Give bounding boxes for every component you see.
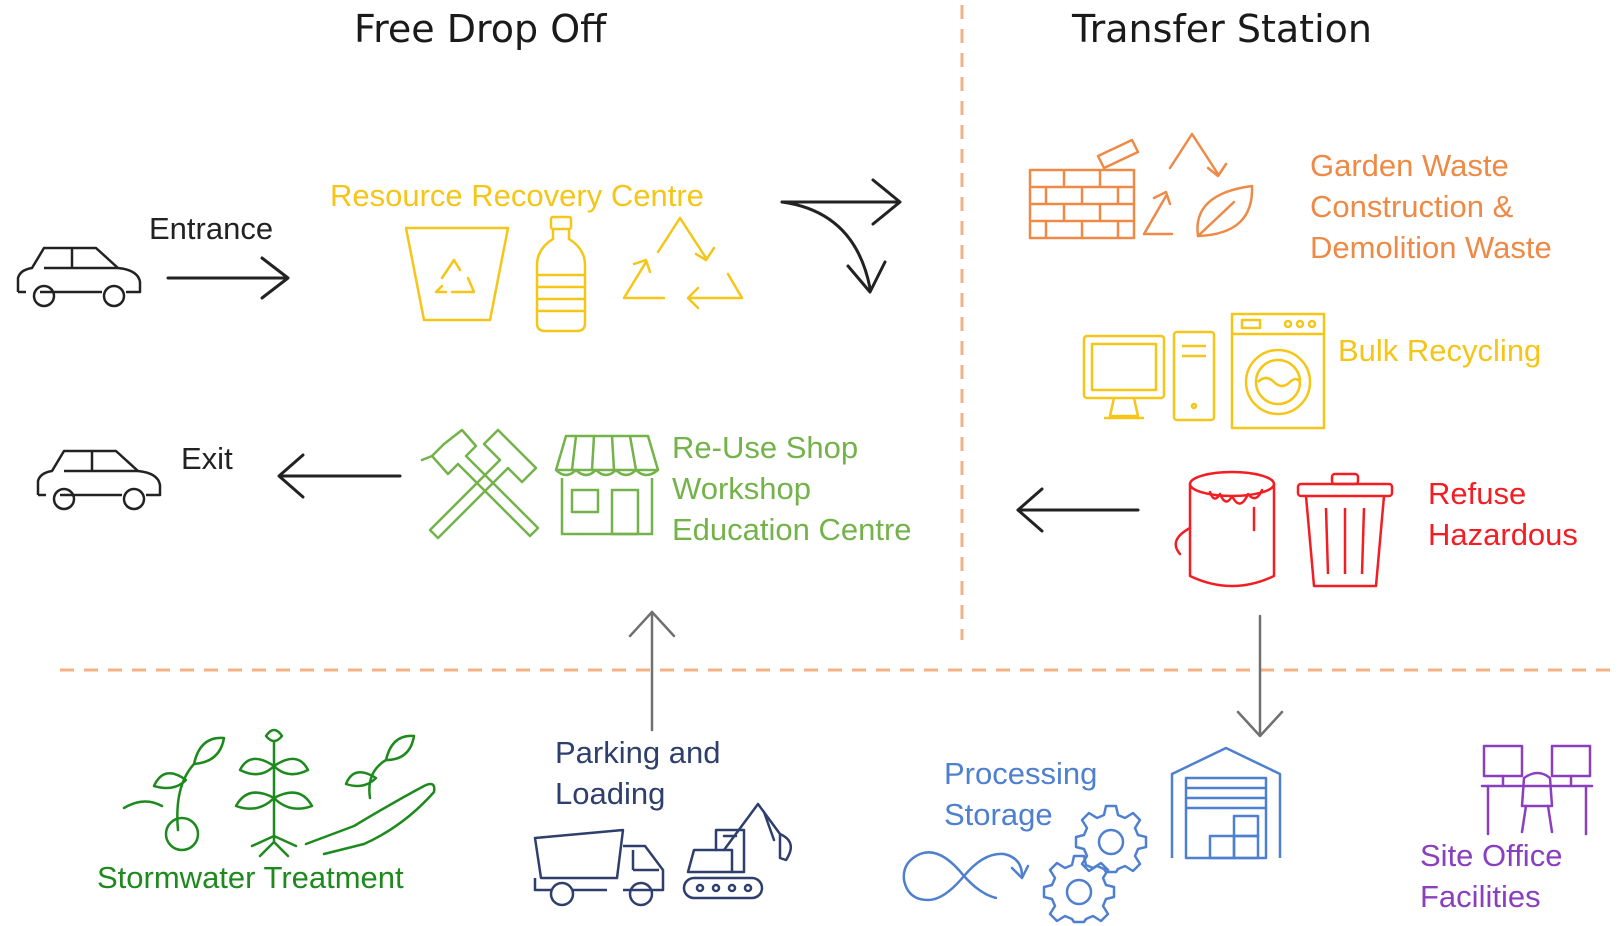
- heading-free-drop-off: Free Drop Off: [354, 7, 607, 51]
- office-desk-icon: [1480, 742, 1595, 837]
- excavator-icon: [680, 800, 805, 910]
- exit-label: Exit: [181, 441, 233, 476]
- infinity-icon: [900, 840, 1030, 910]
- site-office-label-line-2: Facilities: [1420, 879, 1541, 914]
- refuse-arrow: [1018, 489, 1138, 531]
- seedling-icon: [124, 726, 444, 856]
- refuse-label-line-1: Refuse: [1428, 476, 1527, 511]
- warehouse-icon: [1170, 746, 1285, 861]
- recycling-bin-icon: [402, 224, 512, 324]
- trash-can-icon: [1296, 472, 1396, 592]
- recycle-icon: [618, 212, 748, 332]
- site-office-label-line-1: Site Office: [1420, 838, 1563, 873]
- entrance-arrow: [168, 258, 288, 298]
- garden-label-line-2: Construction &: [1310, 189, 1514, 224]
- dump-truck-icon: [533, 828, 668, 908]
- washing-machine-icon: [1230, 312, 1330, 432]
- hammer-icon: [418, 422, 548, 547]
- gear-icon: [1076, 806, 1146, 876]
- bulk-recycling-label: Bulk Recycling: [1338, 333, 1542, 368]
- parking-label-line-2: Loading: [555, 776, 666, 811]
- parking-label-line-1: Parking and: [555, 735, 721, 770]
- up-arrow: [630, 612, 674, 730]
- reuse-label-line-1: Re-Use Shop: [672, 430, 859, 465]
- resource-recovery-label: Resource Recovery Centre: [330, 178, 704, 213]
- processing-label-line-1: Processing: [944, 756, 1098, 791]
- exit-arrow: [279, 455, 400, 497]
- car-icon: [34, 445, 164, 515]
- shop-icon: [552, 432, 662, 537]
- leaf-recycle-icon: [1142, 130, 1262, 250]
- car-icon: [14, 242, 144, 312]
- entrance-label: Entrance: [149, 211, 274, 246]
- reuse-label-line-3: Education Centre: [672, 512, 912, 547]
- refuse-label-line-2: Hazardous: [1428, 517, 1578, 552]
- reuse-label-line-2: Workshop: [672, 471, 811, 506]
- gear-icon: [1044, 856, 1114, 926]
- bottle-icon: [531, 215, 591, 335]
- stormwater-label: Stormwater Treatment: [97, 860, 404, 895]
- garden-label-line-1: Garden Waste: [1310, 148, 1509, 183]
- paint-bucket-icon: [1170, 468, 1285, 593]
- processing-label-line-2: Storage: [944, 797, 1053, 832]
- down-arrow: [1238, 616, 1282, 736]
- garden-label-line-3: Demolition Waste: [1310, 230, 1552, 265]
- brick-wall-icon: [1028, 136, 1173, 241]
- curved-arrow: [782, 180, 900, 292]
- computer-icon: [1082, 332, 1232, 427]
- heading-transfer-station: Transfer Station: [1072, 7, 1372, 51]
